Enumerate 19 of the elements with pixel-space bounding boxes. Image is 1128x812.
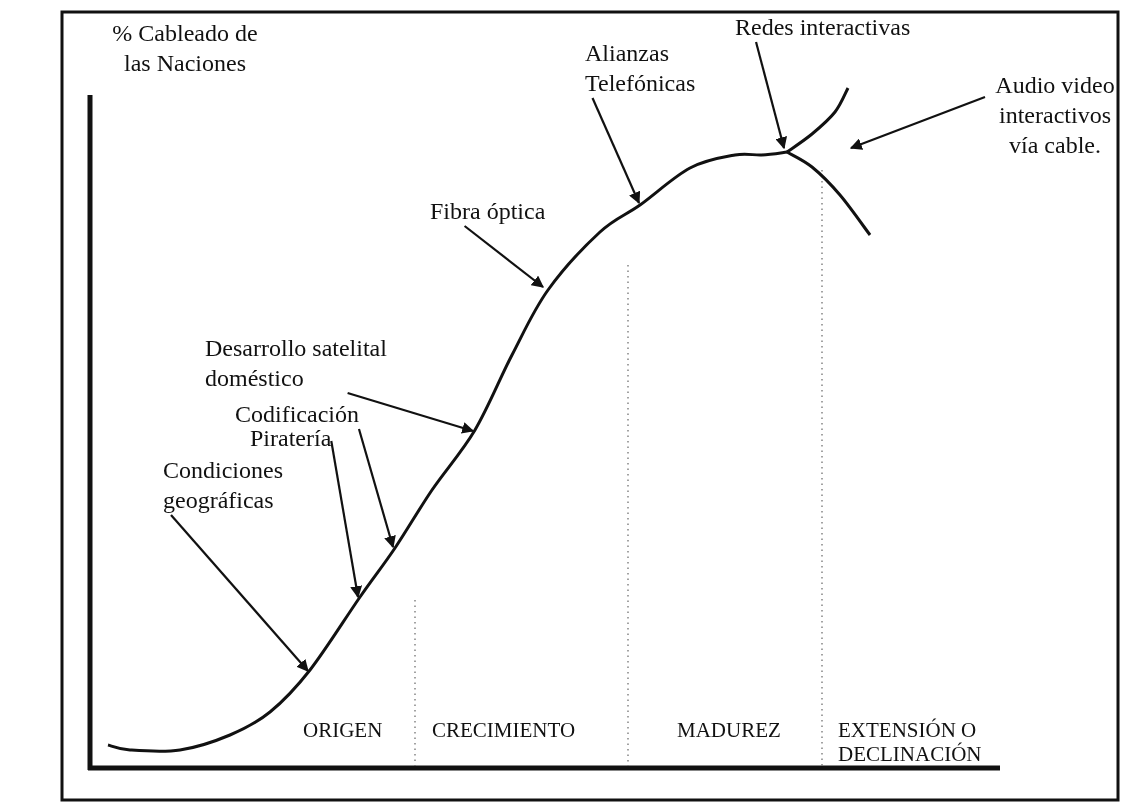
annotation-text: Audio video interactivos vía cable. xyxy=(985,70,1125,160)
leader-arrow xyxy=(849,95,986,150)
leader-arrow xyxy=(591,97,641,205)
phase-label: CRECIMIENTO xyxy=(432,718,577,742)
annotation-text: Desarrollo satelital doméstico xyxy=(205,333,435,393)
annotation-text: Redes interactivas xyxy=(735,12,911,42)
axis-title: % Cableado de las Naciones xyxy=(111,19,259,78)
phase-label: MADUREZ xyxy=(677,718,782,742)
leader-arrow xyxy=(347,391,475,434)
phase-label: EXTENSIÓN O DECLINACIÓN xyxy=(838,718,983,766)
annotation-text: Alianzas Telefónicas xyxy=(585,38,735,98)
phase-label: ORIGEN xyxy=(303,718,384,742)
annotation-text: Condiciones geográficas xyxy=(163,455,323,515)
leader-arrow xyxy=(170,514,309,672)
annotation-text: Fibra óptica xyxy=(430,196,546,226)
leader-arrow xyxy=(754,41,788,150)
leader-arrow xyxy=(357,428,396,549)
leader-arrow xyxy=(463,225,544,288)
leader-arrow xyxy=(330,440,363,599)
